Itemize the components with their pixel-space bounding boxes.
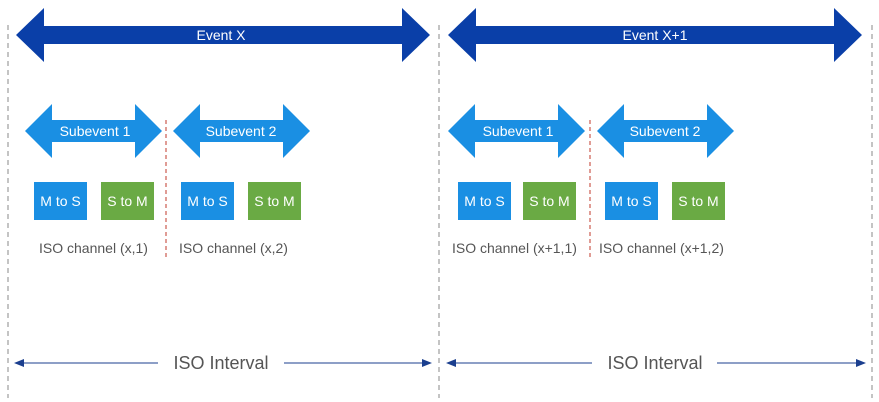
s-to-m-label: S to M [678,193,718,209]
iso-interval-arrowhead-right [856,359,866,367]
subevent-1-arrow [448,104,585,158]
iso-channel-label: ISO channel (x,1) [39,240,148,256]
subevent-1-label: Subevent 1 [483,123,554,139]
m-to-s-label: M to S [464,193,504,209]
iso-interval-arrowhead-right [422,359,432,367]
s-to-m-label: S to M [107,193,147,209]
iso-interval-arrowhead-left [14,359,24,367]
iso-interval-label: ISO Interval [173,353,268,373]
iso-channel-label: ISO channel (x,2) [179,240,288,256]
s-to-m-label: S to M [254,193,294,209]
subevent-1-label: Subevent 1 [60,123,131,139]
s-to-m-box [523,182,576,220]
s-to-m-box [248,182,301,220]
m-to-s-box [181,182,234,220]
s-to-m-box [101,182,154,220]
m-to-s-label: M to S [611,193,651,209]
m-to-s-box [34,182,87,220]
event-group-x-plus-1: Event X+1 Subevent 1 Subevent 2 M to S S… [446,8,866,373]
m-to-s-label: M to S [187,193,227,209]
event-x-arrow [16,8,430,62]
s-to-m-label: S to M [529,193,569,209]
event-group-x: Event X Subevent 1 Subevent 2 M to S S t… [14,8,432,373]
subevent-2-arrow [597,104,734,158]
iso-channel-label: ISO channel (x+1,1) [452,240,577,256]
iso-channel-label: ISO channel (x+1,2) [599,240,724,256]
iso-interval-arrowhead-left [446,359,456,367]
m-to-s-label: M to S [40,193,80,209]
event-x-plus-1-arrow [448,8,862,62]
s-to-m-box [672,182,725,220]
iso-interval-label: ISO Interval [607,353,702,373]
event-x-plus-1-label: Event X+1 [623,27,688,43]
subevent-1-arrow [25,104,162,158]
subevent-2-arrow [173,104,310,158]
m-to-s-box [458,182,511,220]
subevent-2-label: Subevent 2 [206,123,277,139]
m-to-s-box [605,182,658,220]
event-x-label: Event X [196,27,246,43]
subevent-2-label: Subevent 2 [630,123,701,139]
